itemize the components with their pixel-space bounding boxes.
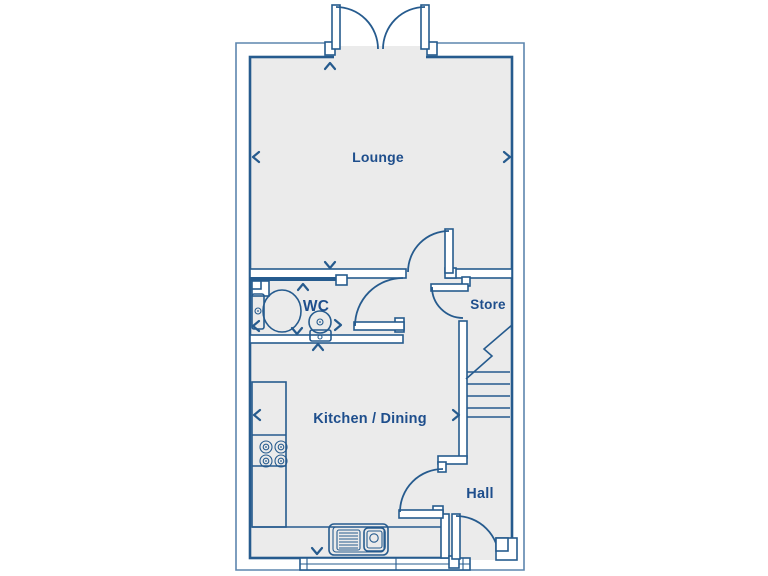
stair-break-line — [465, 324, 513, 380]
room-label-kitchen-dining: Kitchen / Dining — [313, 411, 427, 427]
chevron-down-mark — [323, 260, 337, 270]
chevron-up-mark — [296, 282, 310, 292]
room-label-store: Store — [470, 297, 506, 312]
chevron-left-mark — [251, 150, 261, 164]
store-door-icon — [430, 276, 471, 319]
lounge-door-icon — [407, 228, 457, 279]
chevron-right-mark — [451, 408, 461, 422]
chevron-down-mark — [290, 326, 304, 336]
french-door-opening — [334, 46, 426, 59]
french-doors-icon — [324, 4, 438, 56]
chevron-left-mark — [251, 319, 261, 333]
window-icon — [299, 557, 471, 571]
kitchen-door-icon — [398, 468, 450, 559]
room-label-lounge: Lounge — [352, 149, 404, 165]
chevron-up-mark — [311, 342, 325, 352]
chevron-right-mark — [333, 318, 343, 332]
room-label-wc: WC — [303, 298, 329, 315]
chevron-left-mark — [252, 408, 262, 422]
hob-icon — [259, 440, 288, 468]
dimension-marks — [251, 61, 512, 556]
wash-basin-icon — [308, 310, 332, 342]
front-door-opening — [459, 551, 496, 560]
wc-door-icon — [353, 277, 405, 331]
chevron-up-mark — [323, 61, 337, 71]
room-label-hall: Hall — [466, 486, 493, 502]
staircase-icon — [437, 320, 513, 473]
sink-unit-icon — [328, 523, 389, 556]
lounge-wall — [249, 268, 513, 286]
front-door-icon — [448, 513, 518, 569]
chevron-down-mark — [310, 546, 324, 556]
chevron-right-mark — [502, 150, 512, 164]
